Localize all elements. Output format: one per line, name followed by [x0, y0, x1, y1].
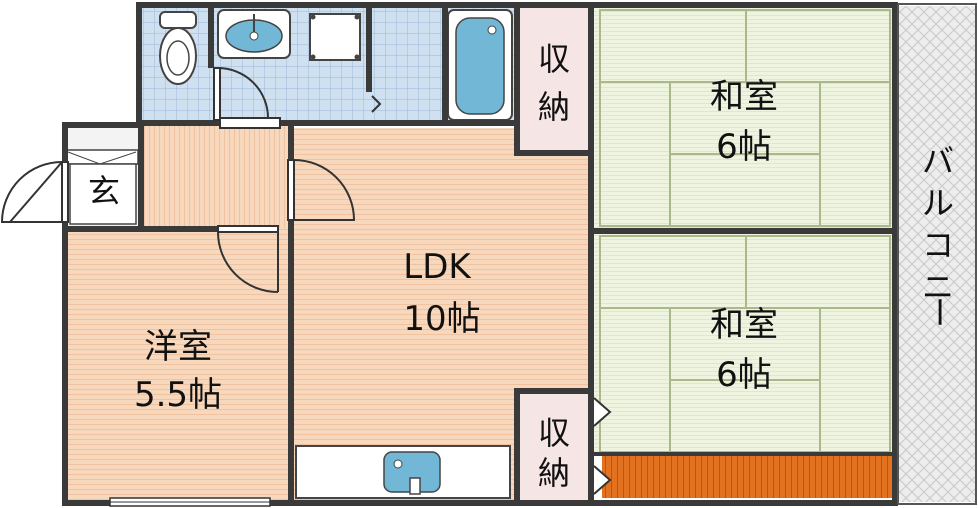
storage-top-floor: [518, 6, 590, 152]
shoe-box-icon: [65, 149, 139, 225]
entrance-label: 玄: [88, 172, 120, 210]
kitchen-counter-icon: [295, 445, 511, 499]
japanese-room-bottom-name: 和室: [710, 305, 778, 345]
japanese-room-top-name: 和室: [710, 77, 778, 117]
washing-machine-pan-icon: [309, 13, 361, 61]
doors: [0, 67, 612, 495]
balcony-char-2: ル: [922, 184, 954, 222]
walls: [62, 2, 898, 506]
bathtub-icon: [447, 9, 513, 121]
wood-floor-strip: [602, 456, 892, 498]
storage-top-char-1: 収: [538, 40, 570, 78]
balcony-floor: [898, 6, 976, 502]
japanese-room-top-size: 6帖: [716, 127, 772, 167]
japanese-room-top-floor: [594, 6, 894, 230]
balcony-char-4: ニ: [922, 268, 954, 306]
tatami-lines-top: [599, 9, 891, 227]
storage-bottom-char-2: 納: [538, 454, 570, 492]
balcony-char-5: ー: [920, 296, 958, 328]
balcony-label: バ ル コ ニ ー: [920, 142, 958, 328]
japanese-room-bottom-size: 6帖: [716, 355, 772, 395]
storage-bottom-char-1: 収: [538, 414, 570, 452]
japanese-room-bottom-floor: [594, 232, 894, 454]
ldk-size: 10帖: [403, 299, 480, 339]
balcony-rail: [897, 3, 977, 505]
storage-bottom-floor: [518, 392, 590, 502]
hallway-floor: [140, 124, 292, 228]
balcony-char-1: バ: [922, 142, 954, 180]
western-room-floor: [66, 228, 292, 502]
storage-top-char-2: 納: [538, 88, 570, 126]
western-room-name: 洋室: [144, 327, 212, 367]
wash-basin-icon: [217, 9, 291, 59]
ldk-name: LDK: [403, 247, 472, 287]
western-room-size: 5.5帖: [134, 375, 222, 415]
toilet-icon: [159, 11, 197, 85]
balcony-char-3: コ: [922, 226, 954, 264]
